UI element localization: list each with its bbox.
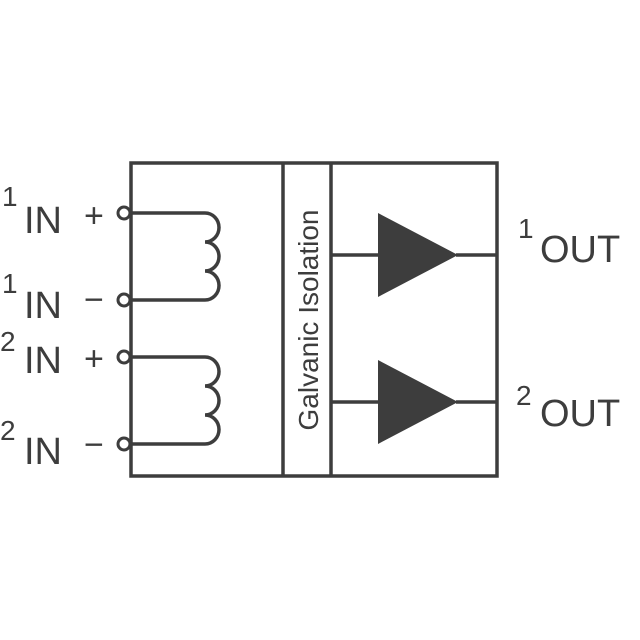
svg-text:+: + xyxy=(84,197,104,235)
svg-text:2: 2 xyxy=(516,380,532,411)
svg-text:2: 2 xyxy=(0,415,16,446)
input-label-1-plus: 1 IN + xyxy=(2,181,104,242)
input-label-2-plus: 2 IN + xyxy=(0,326,104,382)
input-label-2-minus: 2 IN − xyxy=(0,415,104,473)
terminal-2-in-minus xyxy=(116,436,132,452)
input-coil-1 xyxy=(130,211,221,302)
svg-text:1: 1 xyxy=(2,181,18,212)
input-label-1-minus: 1 IN − xyxy=(2,268,104,327)
svg-text:IN: IN xyxy=(24,431,62,473)
svg-text:+: + xyxy=(84,340,104,378)
input-coil-2 xyxy=(130,355,221,446)
output-label-1: 1 OUT xyxy=(518,213,620,271)
svg-text:−: − xyxy=(84,281,104,319)
buffer-amplifier-2 xyxy=(378,360,458,444)
svg-text:IN: IN xyxy=(24,285,62,327)
output-label-2: 2 OUT xyxy=(516,380,620,435)
isolation-label: Galvanic Isolation xyxy=(293,209,324,430)
svg-text:IN: IN xyxy=(24,200,62,242)
buffer-amplifier-1 xyxy=(378,213,458,297)
svg-text:1: 1 xyxy=(2,268,18,299)
svg-text:1: 1 xyxy=(518,213,534,244)
svg-text:IN: IN xyxy=(24,340,62,382)
svg-text:OUT: OUT xyxy=(540,393,620,435)
svg-text:OUT: OUT xyxy=(540,229,620,271)
package-outline xyxy=(129,161,499,478)
terminal-1-in-minus xyxy=(116,292,132,308)
svg-text:2: 2 xyxy=(0,326,16,357)
terminal-2-in-plus xyxy=(116,349,132,365)
terminal-1-in-plus xyxy=(116,205,132,221)
svg-text:−: − xyxy=(84,426,104,464)
